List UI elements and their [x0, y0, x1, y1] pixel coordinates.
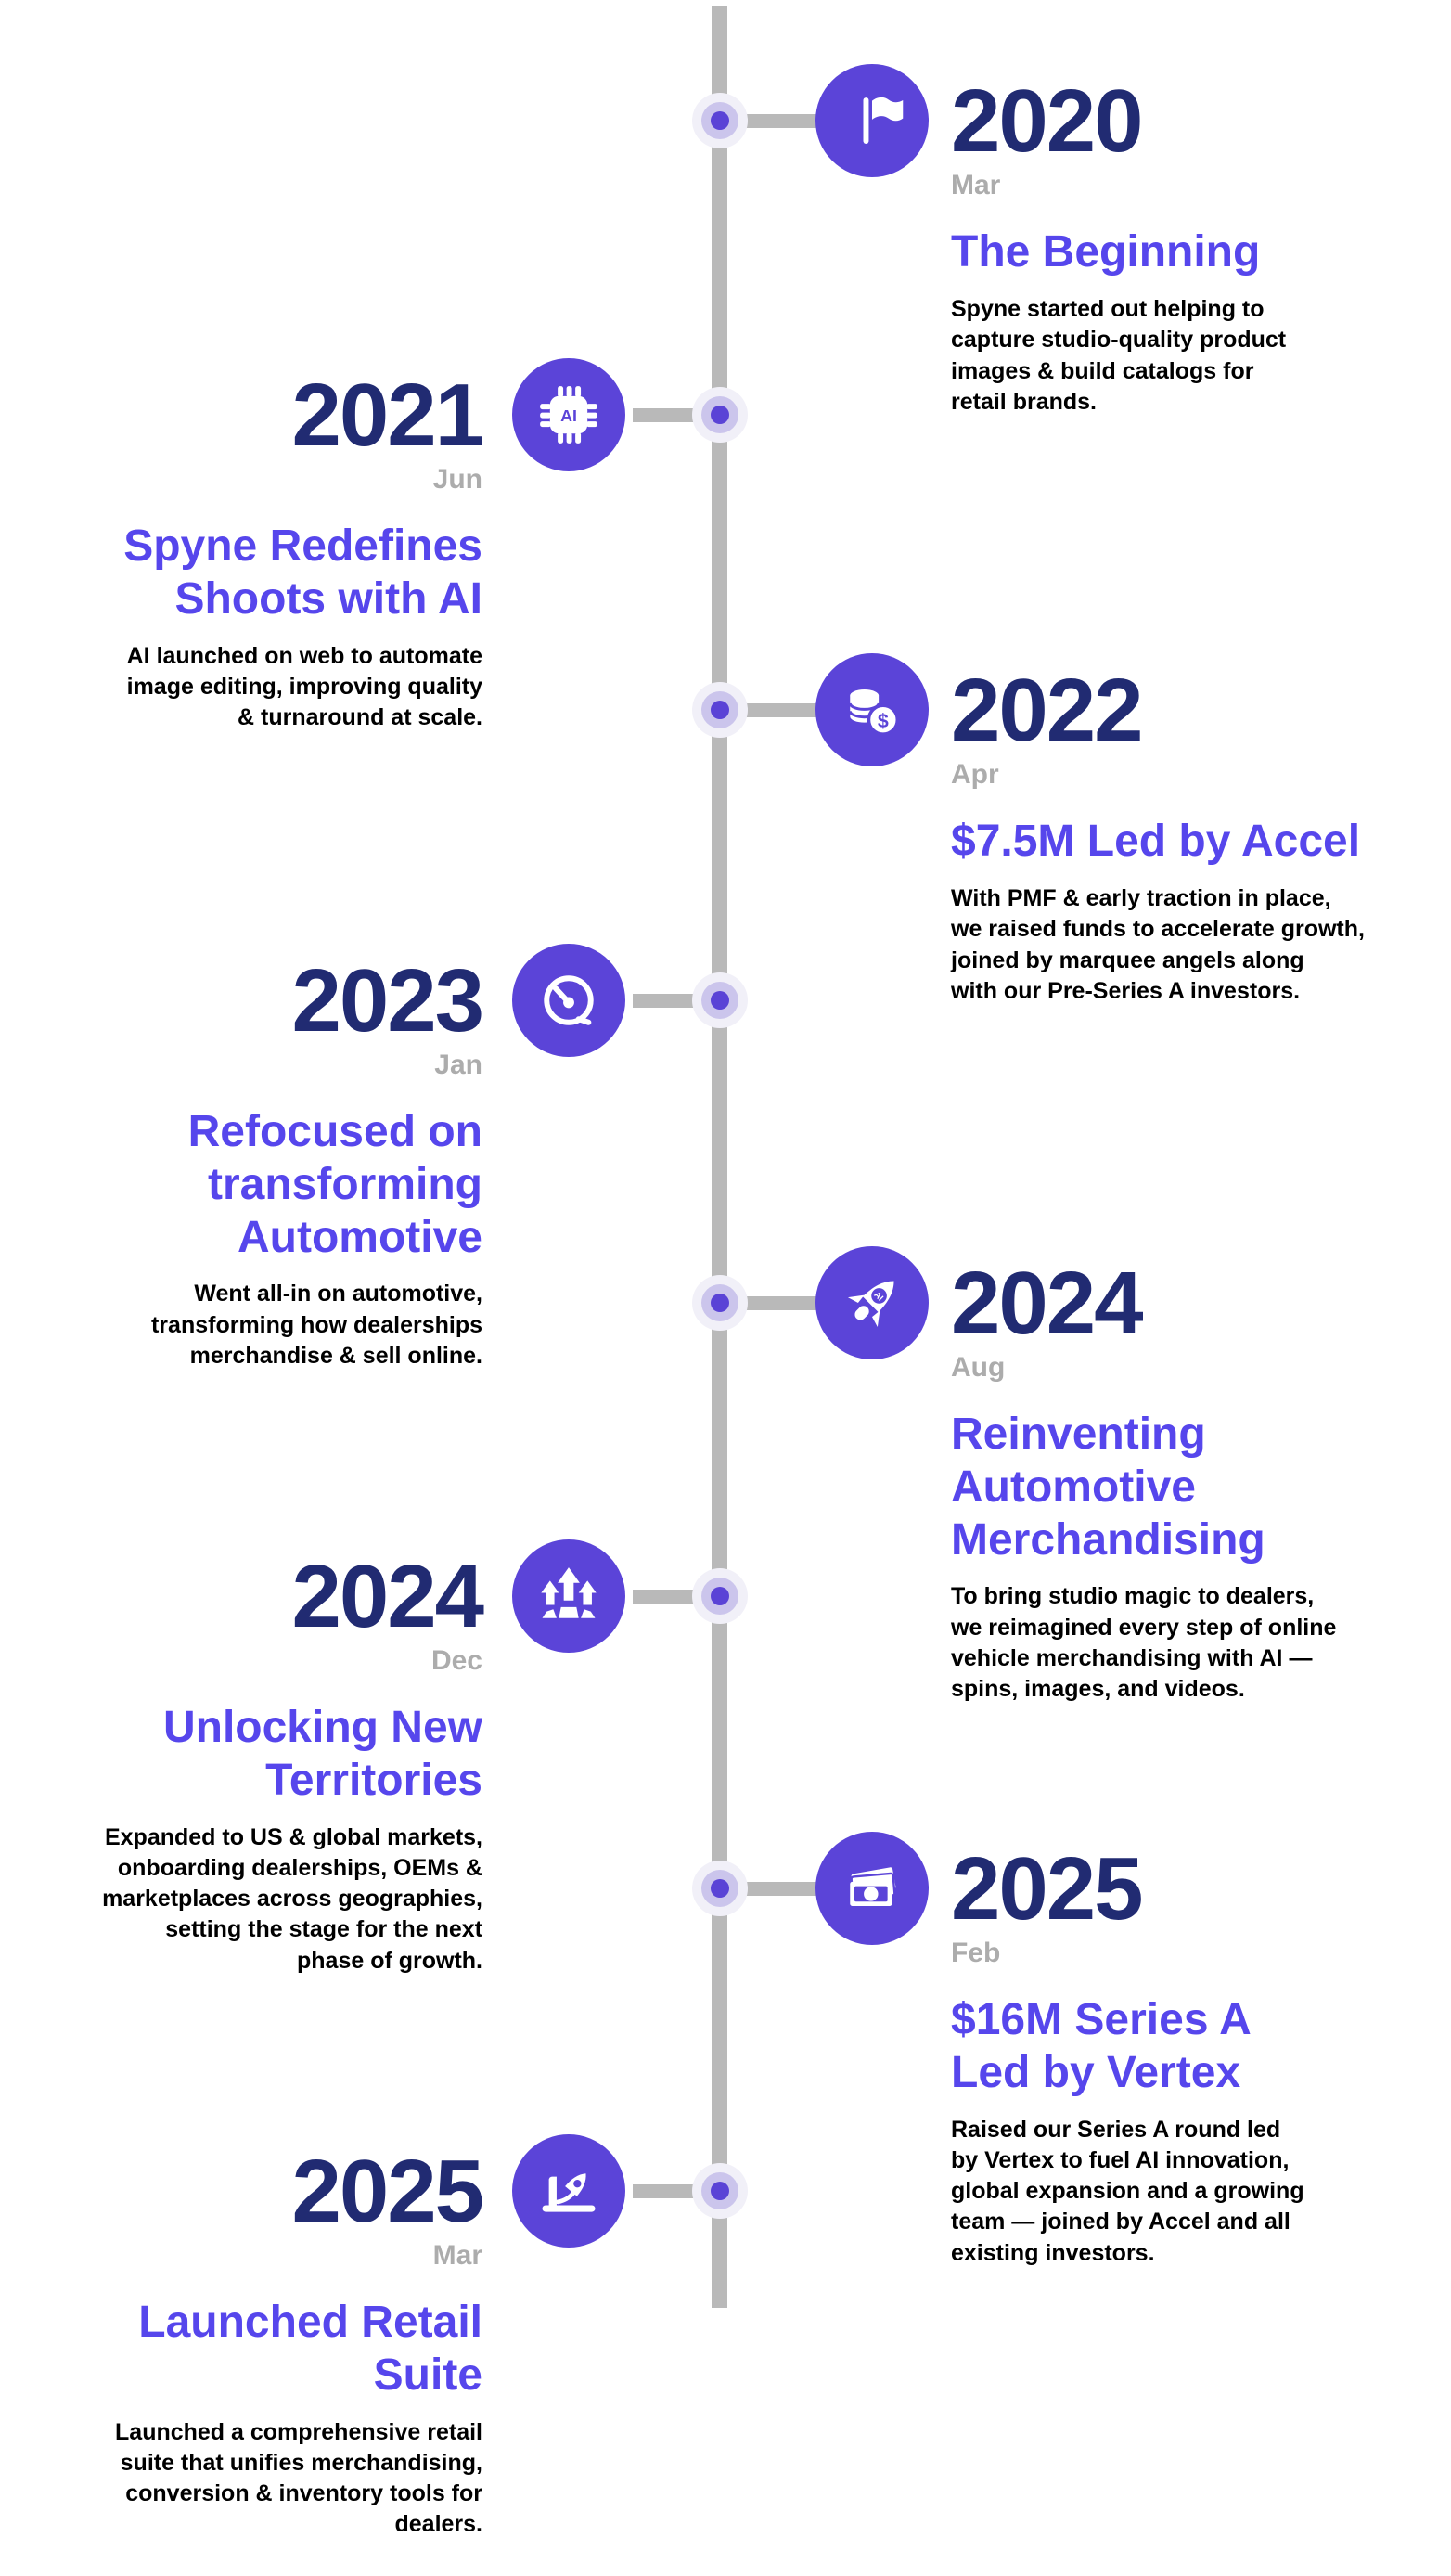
timeline-node — [692, 972, 748, 1028]
speedometer-icon — [512, 944, 625, 1057]
entry-title: Launched Retail Suite — [138, 2298, 482, 2401]
entry-description: To bring studio magic to dealers, we rei… — [951, 1583, 1337, 1703]
entry-year: 2024 — [951, 1254, 1144, 1353]
entry-description: Raised our Series A round led by Vertex … — [951, 2116, 1304, 2266]
timeline-entry-2020: 2020 Mar The Beginning Spyne started out… — [951, 71, 1396, 418]
entry-title: $16M Series A Led by Vertex — [951, 1995, 1252, 2098]
growth-arrows-icon — [512, 1539, 625, 1653]
timeline-node — [692, 1861, 748, 1916]
timeline-entry-2022: 2022 Apr $7.5M Led by Accel With PMF & e… — [951, 661, 1396, 1007]
coins-dollar-icon: $ — [815, 653, 929, 766]
entry-year: 2023 — [291, 951, 484, 1050]
entry-month: Mar — [951, 170, 1001, 201]
entry-title: Refocused on transforming Automotive — [187, 1107, 482, 1262]
entry-month: Aug — [951, 1352, 1006, 1384]
entry-month: Feb — [951, 1938, 1001, 1969]
entry-description: Expanded to US & global markets, onboard… — [102, 1823, 482, 1974]
rocket-ai-icon: AI — [815, 1246, 929, 1359]
cash-icon — [815, 1832, 929, 1945]
entry-month: Jan — [434, 1050, 482, 1081]
entry-title: Unlocking New Territories — [162, 1703, 482, 1806]
entry-title: $7.5M Led by Accel — [951, 817, 1361, 867]
timeline-entry-2024-dec: 2024 Dec Unlocking New Territories Expan… — [37, 1547, 484, 1977]
timeline-node — [692, 93, 748, 148]
entry-month: Jun — [432, 464, 482, 496]
timeline-node — [692, 1568, 748, 1624]
timeline-entry-2021: 2021 Jun Spyne Redefines Shoots with AI … — [37, 366, 484, 733]
entry-month: Mar — [432, 2240, 482, 2272]
entry-description: Spyne started out helping to capture stu… — [951, 296, 1287, 415]
timeline-entry-2025-mar: 2025 Mar Launched Retail Suite Launched … — [37, 2142, 484, 2541]
entry-month: Apr — [951, 759, 999, 791]
entry-description: AI launched on web to automate image edi… — [126, 642, 482, 731]
svg-text:$: $ — [878, 710, 889, 732]
entry-title: Spyne Redefines Shoots with AI — [123, 522, 482, 625]
entry-year: 2025 — [951, 1839, 1144, 1938]
timeline-entry-2025-feb: 2025 Feb $16M Series A Led by Vertex Rai… — [951, 1839, 1396, 2269]
entry-title: Reinventing Automotive Merchandising — [951, 1410, 1265, 1565]
entry-year: 2021 — [291, 366, 484, 465]
entry-month: Dec — [430, 1645, 482, 1677]
entry-year: 2025 — [291, 2142, 484, 2241]
timeline-entry-2024-aug: 2024 Aug Reinventing Automotive Merchand… — [951, 1254, 1396, 1705]
timeline-node — [692, 1275, 748, 1331]
entry-description: With PMF & early traction in place, we r… — [951, 885, 1365, 1004]
entry-description: Launched a comprehensive retail suite th… — [115, 2418, 482, 2538]
timeline-node — [692, 2163, 748, 2219]
entry-year: 2020 — [951, 71, 1144, 171]
laptop-rocket-icon — [512, 2134, 625, 2248]
entry-year: 2022 — [951, 661, 1144, 760]
timeline-node — [692, 682, 748, 738]
timeline-entry-2023: 2023 Jan Refocused on transforming Autom… — [37, 951, 484, 1372]
entry-title: The Beginning — [951, 227, 1261, 277]
entry-year: 2024 — [291, 1547, 484, 1646]
timeline-spine — [712, 6, 727, 2308]
flag-icon — [815, 64, 929, 177]
timeline-node — [692, 387, 748, 443]
entry-description: Went all-in on automotive, transforming … — [150, 1281, 482, 1369]
svg-text:AI: AI — [560, 406, 577, 425]
ai-chip-icon: AI — [512, 358, 625, 471]
